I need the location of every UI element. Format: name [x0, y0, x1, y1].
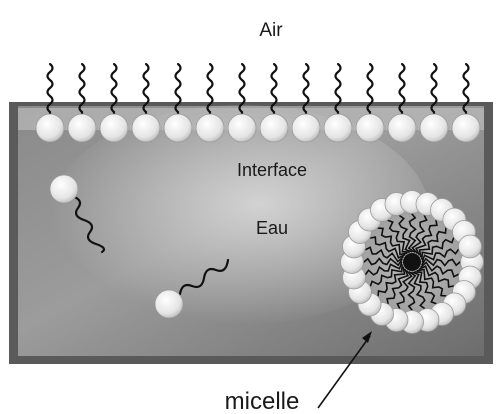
surface-molecule-head — [196, 114, 224, 142]
surface-molecule-head — [132, 114, 160, 142]
air-label: Air — [259, 20, 283, 41]
surface-molecule-head — [388, 114, 416, 142]
surface-molecule-head — [324, 114, 352, 142]
surface-molecule-head — [164, 114, 192, 142]
micelle-center — [403, 253, 421, 271]
surface-molecule-head — [260, 114, 288, 142]
free-molecule-head — [50, 175, 78, 203]
micelle — [341, 191, 484, 334]
micelle-label: micelle — [225, 388, 300, 414]
micelle-head — [459, 235, 482, 258]
surface-molecule-head — [228, 114, 256, 142]
surface-molecule-head — [452, 114, 480, 142]
surface-molecule-head — [100, 114, 128, 142]
free-molecule-head — [155, 290, 183, 318]
surface-molecule-head — [36, 114, 64, 142]
surface-molecule-head — [68, 114, 96, 142]
surface-molecule-head — [356, 114, 384, 142]
water-label: Eau — [256, 218, 288, 238]
interface-label: Interface — [237, 160, 307, 180]
surface-molecule-head — [420, 114, 448, 142]
surface-molecule-head — [292, 114, 320, 142]
